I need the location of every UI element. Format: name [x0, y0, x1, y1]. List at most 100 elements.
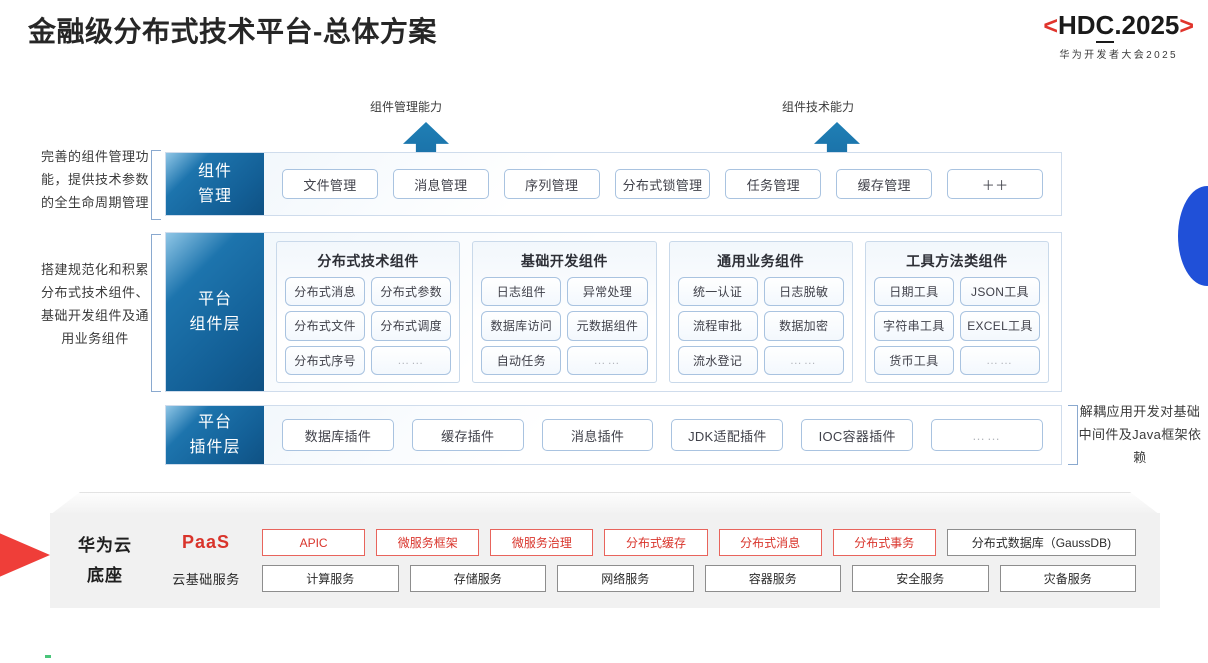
group-title-basic-development: 基础开发组件: [520, 253, 608, 269]
chip-string-tool[interactable]: 字符串工具: [873, 311, 954, 341]
chip-file-management[interactable]: 文件管理: [282, 169, 378, 199]
cell-storage-service[interactable]: 存储服务: [409, 565, 546, 592]
paas-cells: APIC 微服务框架 微服务治理 分布式缓存 分布式消息 分布式事务 分布式数据…: [262, 529, 1136, 556]
group-tool-method: 工具方法类组件 日期工具 JSON工具 字符串工具 EXCEL工具 货币工具 ……: [864, 241, 1049, 383]
right-note-plugin: 解耦应用开发对基础中间件及Java框架依赖: [1078, 404, 1202, 465]
cloud-basic-cells: 计算服务 存储服务 网络服务 容器服务 安全服务 灾备服务: [262, 565, 1136, 592]
base-row-cloud-basic: 云基础服务 计算服务 存储服务 网络服务 容器服务 安全服务 灾备服务: [160, 565, 1136, 592]
chip-more-general-business[interactable]: ……: [763, 345, 844, 375]
chip-data-encryption[interactable]: 数据加密: [763, 311, 844, 341]
chip-distributed-sequence[interactable]: 分布式序号: [285, 345, 366, 375]
row-tag-cloud-basic-service: 云基础服务: [172, 572, 240, 587]
cell-distributed-cache[interactable]: 分布式缓存: [604, 529, 708, 556]
hdc-logo-subtitle: 华为开发者大会2025: [1059, 50, 1178, 61]
lane-label-line-2: 组件层: [189, 316, 241, 333]
base-title: 华为云 底座: [50, 531, 160, 591]
chip-distributed-parameter[interactable]: 分布式参数: [371, 277, 452, 307]
red-wedge-decoration: [0, 516, 50, 594]
page-title: 金融级分布式技术平台-总体方案: [28, 16, 437, 47]
side-note-management: 完善的组件管理功能，提供技术参数的全生命周期管理: [40, 149, 149, 210]
chip-distributed-file[interactable]: 分布式文件: [285, 311, 366, 341]
lane-label-component-management: 组件 管理: [166, 153, 264, 215]
base-title-line-1: 华为云: [78, 535, 132, 555]
cell-distributed-database-gaussdb[interactable]: 分布式数据库（GaussDB): [946, 529, 1136, 556]
group-title-general-business: 通用业务组件: [717, 253, 805, 269]
group-grid-basic-development: 日志组件 异常处理 数据库访问 元数据组件 自动任务 ……: [481, 277, 648, 375]
arrow-label-technology: 组件技术能力: [782, 100, 855, 114]
cell-network-service[interactable]: 网络服务: [557, 565, 694, 592]
blue-circle-decoration: [1178, 186, 1208, 286]
cell-distributed-transaction[interactable]: 分布式事务: [832, 529, 936, 556]
lane-label-platform-plugin: 平台 插件层: [166, 406, 264, 464]
cell-microservice-governance[interactable]: 微服务治理: [490, 529, 594, 556]
lane-label-platform-component: 平台 组件层: [166, 233, 264, 391]
chip-jdk-adapter-plugin[interactable]: JDK适配插件: [671, 419, 784, 451]
base-platform-body: [50, 513, 1160, 608]
hdc-underlined-letter: C: [1095, 10, 1115, 43]
chip-more-management[interactable]: ＋＋: [947, 169, 1044, 199]
chip-auto-task[interactable]: 自动任务: [481, 345, 562, 375]
group-title-tool-method: 工具方法类组件: [906, 253, 1008, 269]
chip-cache-management[interactable]: 缓存管理: [836, 169, 933, 199]
group-basic-development: 基础开发组件 日志组件 异常处理 数据库访问 元数据组件 自动任务 ……: [472, 241, 657, 383]
chip-exception-handling[interactable]: 异常处理: [567, 277, 648, 307]
chip-metadata-component[interactable]: 元数据组件: [567, 311, 648, 341]
base-platform-content: 华为云 底座 PaaS APIC 微服务框架 微服务治理 分布式缓存 分布式消息…: [50, 513, 1160, 608]
base-rows: PaaS APIC 微服务框架 微服务治理 分布式缓存 分布式消息 分布式事务 …: [160, 529, 1160, 592]
chip-more-plugin[interactable]: ……: [931, 419, 1043, 451]
chip-json-tool[interactable]: JSON工具: [959, 277, 1040, 307]
chip-task-management[interactable]: 任务管理: [725, 169, 822, 199]
lane-body-component-management: 文件管理 消息管理 序列管理 分布式锁管理 任务管理 缓存管理 ＋＋: [264, 153, 1061, 215]
chip-date-tool[interactable]: 日期工具: [873, 277, 954, 307]
chip-distributed-scheduling[interactable]: 分布式调度: [371, 311, 452, 341]
brace-plugin: [1068, 405, 1078, 465]
base-platform-top-edge: [50, 492, 1160, 515]
chip-process-approval[interactable]: 流程审批: [677, 311, 758, 341]
hdc-suffix: .2025: [1114, 10, 1180, 40]
chip-distributed-lock-management[interactable]: 分布式锁管理: [614, 169, 711, 199]
hdc-prefix: HD: [1057, 10, 1096, 40]
base-row-paas: PaaS APIC 微服务框架 微服务治理 分布式缓存 分布式消息 分布式事务 …: [160, 529, 1136, 556]
chip-transaction-record[interactable]: 流水登记: [677, 345, 758, 375]
chip-database-plugin[interactable]: 数据库插件: [282, 419, 394, 451]
cell-security-service[interactable]: 安全服务: [852, 565, 989, 592]
lane-label-line-1: 组件: [197, 163, 232, 180]
hdc-logo-main: <HDC.2025>: [1043, 10, 1194, 43]
group-grid-distributed-tech: 分布式消息 分布式参数 分布式文件 分布式调度 分布式序号 ……: [285, 277, 452, 375]
brace-component: [151, 234, 161, 392]
chip-more-basic-development[interactable]: ……: [567, 345, 648, 375]
chip-message-management[interactable]: 消息管理: [392, 169, 489, 199]
chip-log-desensitization[interactable]: 日志脱敏: [763, 277, 844, 307]
chip-more-distributed-tech[interactable]: ……: [371, 345, 452, 375]
chip-sequence-management[interactable]: 序列管理: [503, 169, 600, 199]
chip-currency-tool[interactable]: 货币工具: [873, 345, 954, 375]
bracket-left-icon: <: [1043, 12, 1058, 40]
cell-container-service[interactable]: 容器服务: [704, 565, 841, 592]
group-distributed-tech: 分布式技术组件 分布式消息 分布式参数 分布式文件 分布式调度 分布式序号 ……: [276, 241, 461, 383]
bracket-right-icon: >: [1179, 12, 1194, 40]
cell-microservice-framework[interactable]: 微服务框架: [376, 529, 480, 556]
chip-unified-authentication[interactable]: 统一认证: [677, 277, 758, 307]
chip-log-component[interactable]: 日志组件: [481, 277, 562, 307]
cell-disaster-recovery-service[interactable]: 灾备服务: [999, 565, 1136, 592]
cell-distributed-message[interactable]: 分布式消息: [718, 529, 822, 556]
lane-label-line-1: 平台: [197, 414, 232, 431]
chip-excel-tool[interactable]: EXCEL工具: [959, 311, 1040, 341]
chip-database-access[interactable]: 数据库访问: [481, 311, 562, 341]
base-title-line-2: 底座: [87, 565, 123, 585]
chip-distributed-message[interactable]: 分布式消息: [285, 277, 366, 307]
chip-ioc-container-plugin[interactable]: IOC容器插件: [801, 419, 914, 451]
cell-apic[interactable]: APIC: [262, 529, 366, 556]
group-grid-general-business: 统一认证 日志脱敏 流程审批 数据加密 流水登记 ……: [677, 277, 844, 375]
chip-more-tool-method[interactable]: ……: [959, 345, 1040, 375]
chip-cache-plugin[interactable]: 缓存插件: [411, 419, 524, 451]
hdc-logo: <HDC.2025> 华为开发者大会2025: [1043, 10, 1194, 61]
lane-body-platform-plugin: 数据库插件 缓存插件 消息插件 JDK适配插件 IOC容器插件 ……: [264, 406, 1061, 464]
chip-message-plugin[interactable]: 消息插件: [541, 419, 654, 451]
row-tag-paas: PaaS: [181, 532, 231, 552]
group-general-business: 通用业务组件 统一认证 日志脱敏 流程审批 数据加密 流水登记 ……: [668, 241, 853, 383]
layer-platform-plugin: 平台 插件层 数据库插件 缓存插件 消息插件 JDK适配插件 IOC容器插件 ……: [165, 405, 1062, 465]
cell-compute-service[interactable]: 计算服务: [262, 565, 399, 592]
group-title-distributed-tech: 分布式技术组件: [317, 253, 419, 269]
